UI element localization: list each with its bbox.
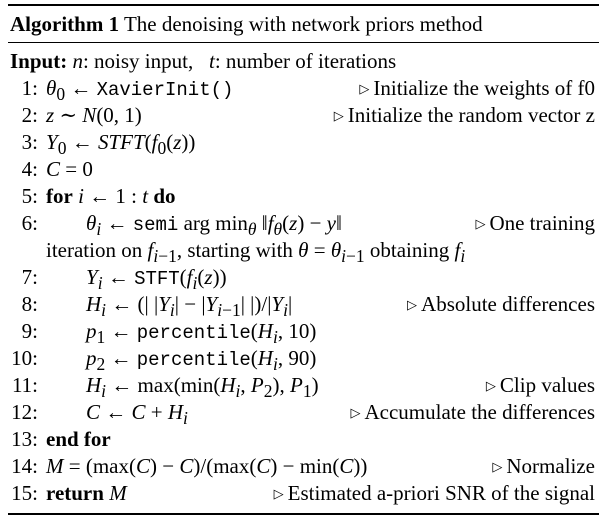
line-number: 7: [21, 265, 38, 289]
line-comment: ▷Accumulate the differences [350, 400, 596, 424]
algo-line-11: 11: Hi ← max(min(Hi, P2), P1) ▷Clip valu… [8, 372, 599, 401]
comment-triangle-icon: ▷ [359, 81, 370, 96]
algo-line-8: 8: Hi ← (| |Yi| − |Yi−1| |)/|Yi| ▷Absolu… [8, 291, 599, 320]
comment-triangle-icon: ▷ [485, 378, 496, 393]
line-comment: ▷Clip values [485, 373, 595, 397]
algo-line-5: 5: for i ← 1 : t do [8, 183, 599, 210]
algo-line-2: 2: z ∼ N(0, 1) ▷Initialize the random ve… [8, 102, 599, 129]
line-comment: ▷Absolute differences [407, 292, 595, 316]
line-number: 3: [21, 130, 38, 154]
input-line: Input: n: noisy input, t: number of iter… [10, 49, 397, 73]
algo-line-6: 6: θi ← semi arg minθ ‖fθ(z) − y‖ ▷One t… [8, 210, 599, 239]
line-number: 9: [21, 319, 38, 343]
algo-line-15: 15: return M ▷Estimated a-priori SNR of … [8, 480, 599, 507]
line-number: 15: [11, 481, 38, 505]
line-comment: ▷Normalize [492, 454, 595, 478]
end-for-keyword: end for [46, 427, 111, 451]
line-number: 6: [21, 211, 38, 235]
comment-triangle-icon: ▷ [273, 486, 284, 501]
comment-triangle-icon: ▷ [475, 216, 486, 231]
line-comment: ▷One training [475, 211, 595, 235]
algorithm-label: Algorithm 1 [10, 12, 120, 36]
algo-line-3: 3: Y0 ← STFT(f0(z)) [8, 129, 599, 158]
algo-line-7: 7: Yi ← STFT(fi(z)) [8, 264, 599, 293]
line-number: 2: [21, 103, 38, 127]
comment-triangle-icon: ▷ [407, 297, 418, 312]
algo-line-6-continued: iteration on fi−1, starting with θ = θi−… [46, 238, 466, 267]
line-number: 1: [21, 76, 38, 100]
line-number: 13: [11, 427, 38, 451]
comment-triangle-icon: ▷ [333, 108, 344, 123]
algorithm-box: Algorithm 1 The denoising with network p… [8, 4, 599, 515]
line-comment: ▷Initialize the weights of f0 [359, 76, 595, 100]
line-comment: ▷Initialize the random vector z [333, 103, 595, 127]
algo-line-1: 1: θ0 ← XavierInit() ▷Initialize the wei… [8, 75, 599, 104]
bottom-rule [8, 513, 599, 515]
algo-line-10: 10: p2 ← percentile(Hi, 90) [8, 345, 599, 374]
line-number: 12: [11, 400, 38, 424]
line-number: 11: [11, 373, 38, 397]
algo-line-9: 9: p1 ← percentile(Hi, 10) [8, 318, 599, 347]
algo-line-12: 12: C ← C + Hi ▷Accumulate the differenc… [8, 399, 599, 428]
line-comment: ▷Estimated a-priori SNR of the signal [273, 481, 595, 505]
algorithm-caption: The denoising with network priors method [123, 12, 483, 36]
comment-triangle-icon: ▷ [350, 405, 361, 420]
algo-line-4: 4: C = 0 [8, 156, 599, 183]
input-label: Input: [10, 49, 68, 73]
algo-line-13: 13: end for [8, 426, 599, 453]
line-number: 10: [11, 346, 38, 370]
algo-line-14: 14: M = (max(C) − C)/(max(C) − min(C)) ▷… [8, 453, 599, 480]
line-number: 4: [21, 157, 38, 181]
top-rule [8, 4, 599, 6]
comment-triangle-icon: ▷ [492, 459, 503, 474]
algorithm-title: Algorithm 1 The denoising with network p… [8, 6, 599, 42]
line-number: 14: [11, 454, 38, 478]
line-number: 8: [21, 292, 38, 316]
title-rule [8, 42, 599, 43]
line-number: 5: [21, 184, 38, 208]
